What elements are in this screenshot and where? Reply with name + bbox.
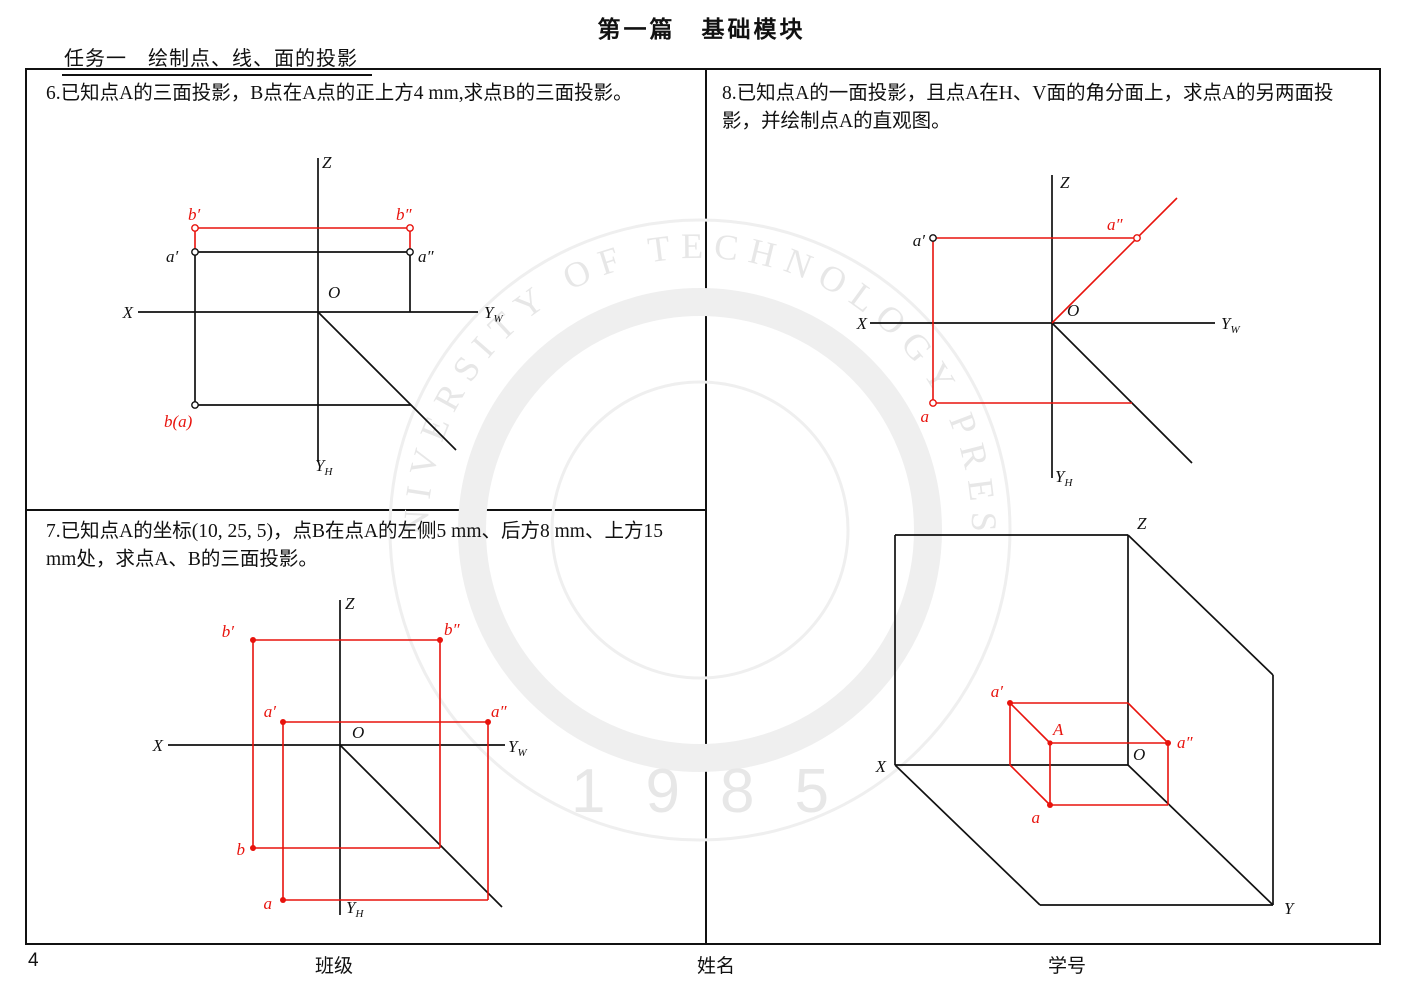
p7-yw-label: YW [508, 737, 527, 759]
watermark: UNIVERSITY OF TECHNOLOGY PRESS 1985 [330, 160, 1012, 842]
p6-yh-label: YH [315, 456, 333, 478]
p7-b-top-label: b [237, 840, 246, 859]
p6-x-label: X [122, 303, 134, 322]
vertical-divider [705, 68, 707, 945]
watermark-year: 1985 [571, 757, 869, 826]
p6-point-b-side [406, 224, 414, 232]
p8-a-side-label: a″ [1107, 215, 1124, 234]
p6-ba-top-label: b(a) [164, 412, 193, 431]
p7-a-top-label: a [264, 894, 273, 913]
p6-yw-label: YW [484, 303, 503, 325]
watermark-outer-ring [388, 218, 1012, 842]
p6-point-a-front [191, 248, 199, 256]
diagram-p7: Z X YW YH O b′ b″ a′ a″ b a [152, 595, 528, 920]
axo-origin-label: O [1133, 745, 1145, 764]
axo-point-a-side [1165, 740, 1171, 746]
watermark-gear-ring [458, 288, 942, 772]
p7-b-side-label: b″ [444, 620, 461, 639]
p7-point-a-side [485, 719, 491, 725]
p8-a-front-label: a′ [913, 231, 926, 250]
axo-edge-zaxis-to-aside [1127, 702, 1169, 744]
p6-point-ba-top [191, 401, 199, 409]
p7-45deg-transfer-line [339, 744, 503, 908]
p8-x-label: X [856, 314, 868, 333]
p6-z-label: Z [322, 153, 332, 172]
p7-x-label: X [152, 736, 164, 755]
p7-a-front-label: a′ [264, 702, 277, 721]
main-border-box [25, 68, 1381, 945]
axo-edge-xaxis-to-atop [1009, 764, 1051, 806]
p6-a-side-label: a″ [418, 247, 435, 266]
p8-point-a-side [1133, 234, 1141, 242]
axo-h-plane-left-edge [894, 764, 1041, 906]
axo-w-plane-top-edge [1127, 534, 1274, 676]
axo-a-top-label: a [1032, 808, 1041, 827]
diagram-axonometric: Z X Y O a′ A a″ a [875, 514, 1295, 918]
axo-z-label: Z [1137, 514, 1147, 533]
page-title: 第一篇 基础模块 [597, 16, 806, 42]
watermark-inner-ring [550, 380, 850, 680]
p7-point-b-side [437, 637, 443, 643]
p7-point-a-top [280, 897, 286, 903]
p8-yh-label: YH [1055, 467, 1073, 489]
p7-point-a-front [280, 719, 286, 725]
p6-b-front-label: b′ [188, 205, 201, 224]
axo-x-label: X [875, 757, 887, 776]
p8-a-top-label: a [921, 407, 930, 426]
class-label: 班级 [315, 956, 354, 977]
p8-point-a-top [929, 399, 937, 407]
p6-point-a-side [406, 248, 414, 256]
axo-y-axis [1127, 764, 1274, 906]
axo-edge-afront-to-A [1009, 702, 1051, 744]
problem-7-text: 7.已知点A的坐标(10, 25, 5)，点B在点A的左侧5 mm、后方8 mm… [46, 521, 663, 570]
p8-45deg-transfer-line [1051, 322, 1193, 464]
p8-origin-label: O [1067, 301, 1079, 320]
axo-point-a-front [1007, 700, 1013, 706]
axo-point-A [1047, 740, 1053, 746]
p8-yw-label: YW [1221, 314, 1240, 336]
p7-point-b-front [250, 637, 256, 643]
axo-a-side-label: a″ [1177, 733, 1194, 752]
axo-A-label: A [1052, 720, 1064, 739]
axo-a-front-label: a′ [991, 682, 1004, 701]
diagram-p6: Z X YW YH O a′ a″ b′ b″ b(a) [122, 153, 504, 478]
p7-b-front-label: b′ [222, 622, 235, 641]
p7-yh-label: YH [346, 898, 364, 920]
problem-8-text: 8.已知点A的一面投影，且点A在H、V面的角分面上，求点A的另两面投影，并绘制点… [722, 83, 1334, 132]
task-title: 任务一 绘制点、线、面的投影 [62, 42, 372, 76]
p6-45deg-transfer-line [317, 311, 457, 451]
p6-a-front-label: a′ [166, 247, 179, 266]
problem-6-text: 6.已知点A的三面投影，B点在A点的正上方4 mm,求点B的三面投影。 [46, 83, 633, 104]
p8-z-label: Z [1060, 173, 1070, 192]
name-label: 姓名 [697, 956, 736, 977]
diagram-p8: Z X YW YH O a′ a″ a [856, 173, 1241, 489]
page-number: 4 [28, 950, 39, 971]
p8-point-a-front [929, 234, 937, 242]
p6-origin-label: O [328, 283, 340, 302]
p6-b-side-label: b″ [396, 205, 413, 224]
p8-bisector-line [1051, 197, 1178, 324]
p7-origin-label: O [352, 723, 364, 742]
p7-a-side-label: a″ [491, 702, 508, 721]
horizontal-divider [25, 509, 707, 511]
axo-y-label: Y [1284, 899, 1295, 918]
p7-point-b-top [250, 845, 256, 851]
p6-point-b-front [191, 224, 199, 232]
p7-z-label: Z [345, 595, 355, 613]
student-id-label: 学号 [1048, 956, 1087, 977]
axo-point-a-top [1047, 802, 1053, 808]
